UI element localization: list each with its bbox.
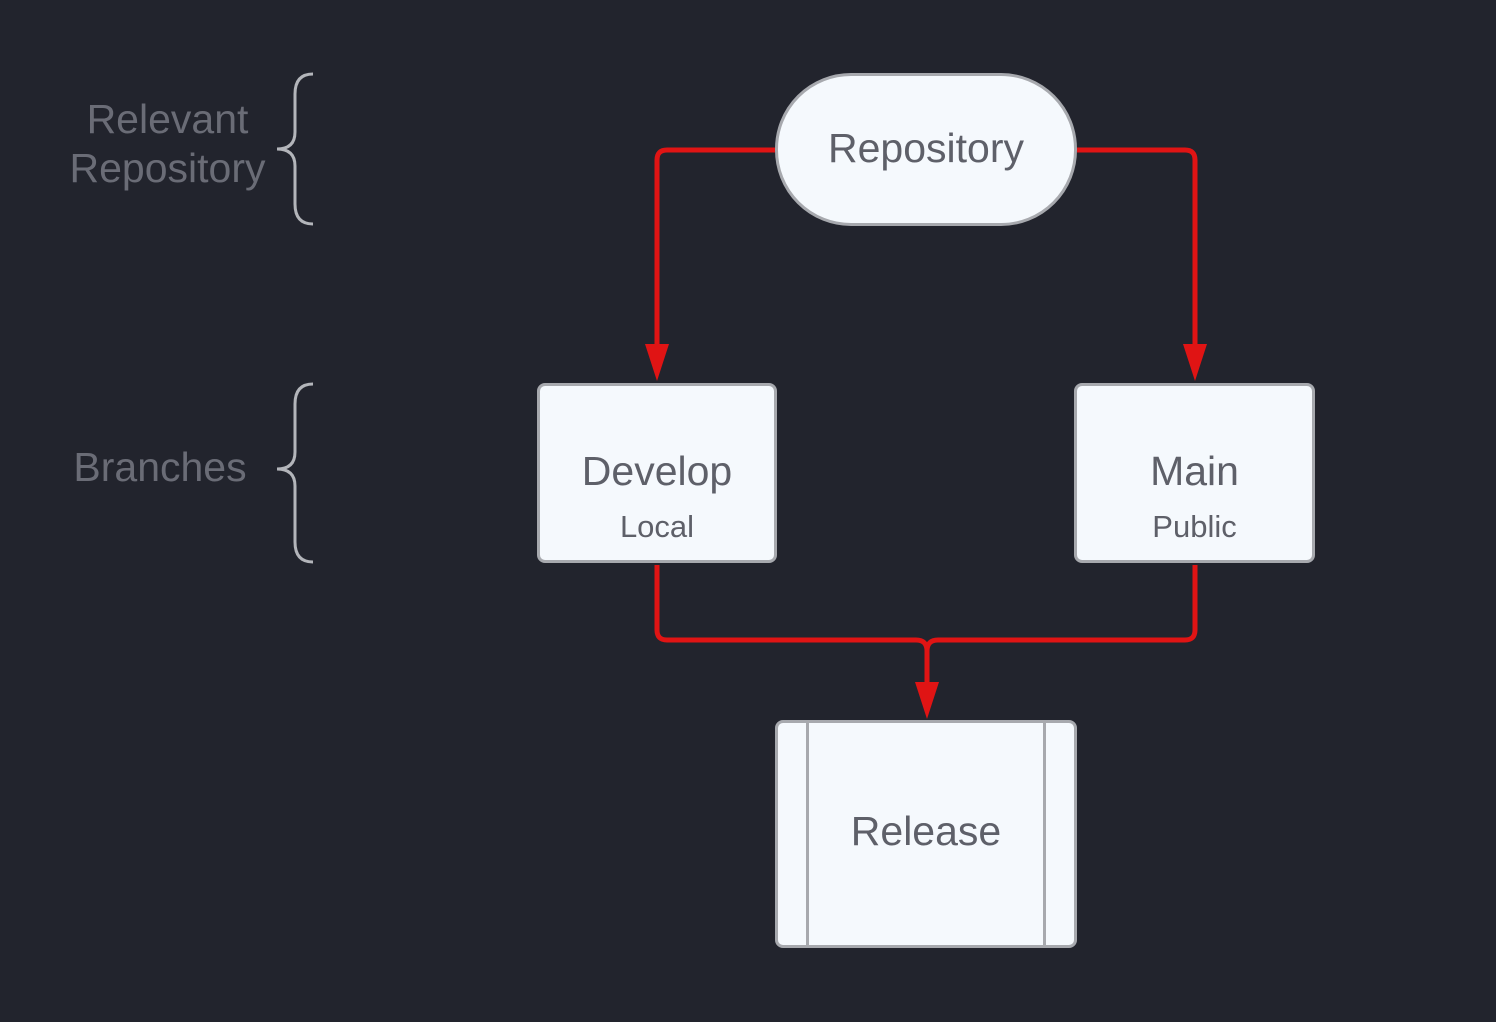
annotation-branches: Branches — [73, 444, 247, 490]
node-develop-subtitle: Local — [619, 509, 695, 544]
connector-repository-to-main — [1077, 147, 1198, 344]
node-release-title: Release — [850, 808, 1002, 854]
node-main[interactable]: Main Public — [1074, 383, 1315, 563]
release-right-bar — [1043, 723, 1046, 945]
connector-develop-to-release — [654, 565, 930, 682]
node-repository[interactable]: Repository — [775, 73, 1077, 226]
node-main-title: Main — [1150, 448, 1239, 494]
annotation-relevant-line-1: Relevant — [86, 96, 249, 142]
node-develop-title: Develop — [581, 448, 733, 494]
arrowhead-develop — [645, 344, 669, 381]
node-develop[interactable]: Develop Local — [537, 383, 777, 563]
node-repository-title: Repository — [828, 125, 1024, 171]
arrowhead-main — [1183, 344, 1207, 381]
node-release[interactable]: Release — [775, 720, 1077, 948]
connector-repository-to-develop — [654, 147, 775, 344]
release-left-bar — [806, 723, 809, 945]
arrowhead-release — [915, 682, 939, 719]
connector-main-to-release — [924, 565, 1198, 682]
annotation-relevant-line-2: Repository — [69, 145, 266, 191]
brace-branches — [276, 382, 314, 564]
node-main-subtitle: Public — [1152, 509, 1237, 544]
brace-relevant-repository — [276, 72, 314, 226]
annotation-relevant-repository: Relevant Repository — [40, 95, 295, 193]
